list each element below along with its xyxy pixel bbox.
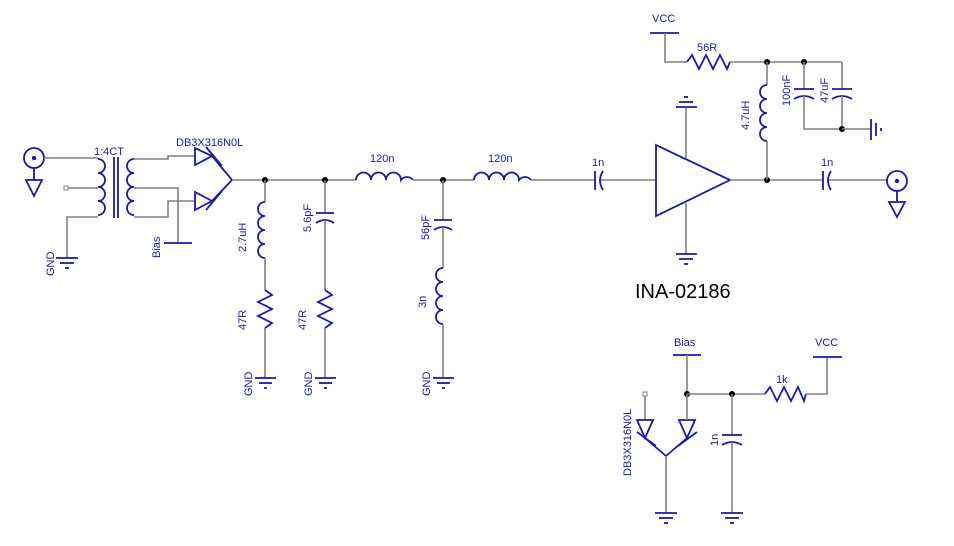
inductor-2-7uh: [257, 201, 266, 259]
mixer-diode-label: DB3X316N0L: [176, 137, 243, 149]
ground-symbol: [255, 377, 276, 389]
inductor-label: 120n: [488, 153, 512, 165]
inductor-3n: [435, 267, 444, 325]
bias-label: Bias: [151, 236, 163, 258]
pin-stub: [642, 391, 648, 397]
bias-diode-label: DB3X316N0L: [622, 409, 634, 476]
resistor-label: 1k: [776, 374, 788, 386]
bias-diodes: [635, 394, 698, 457]
inductor-label: 2.7uH: [237, 223, 249, 252]
ground-symbol: [433, 377, 454, 389]
ground-symbol: [56, 257, 78, 269]
capacitor-label: 100nF: [781, 75, 793, 106]
ground-symbol: [315, 377, 336, 389]
resistor-label: 56R: [697, 42, 717, 54]
transformer: 1:4CT: [94, 146, 135, 218]
bias-label: Bias: [674, 337, 696, 349]
gnd-label: GND: [421, 372, 433, 397]
capacitor-1n-output: [822, 170, 832, 191]
ground-symbol: [676, 253, 697, 265]
mixer-diodes: [194, 146, 233, 212]
resistor-label: 47R: [237, 310, 249, 330]
resistor-47r: [315, 289, 335, 329]
capacitor-1n-input: [594, 170, 604, 191]
ground-symbol: [655, 512, 677, 524]
resistor-1k: [764, 384, 807, 404]
inductor-label: 120n: [370, 153, 394, 165]
resistor-label: 47R: [297, 310, 309, 330]
vcc-label: VCC: [815, 337, 838, 349]
inductor-120n: [473, 171, 532, 183]
transformer-label: 1:4CT: [94, 146, 124, 158]
gnd-label: GND: [45, 252, 57, 277]
inductor-label: 3n: [417, 296, 429, 308]
inductor-4-7uh: [759, 84, 768, 142]
capacitor-label: 5.6pF: [302, 204, 314, 232]
amplifier-part-label: INA-02186: [635, 281, 731, 303]
amplifier-ina-02186: [655, 143, 733, 218]
ground-symbol: [676, 96, 697, 108]
output-coax-connector: [886, 170, 908, 219]
gnd-label: GND: [303, 372, 315, 397]
ground-symbol: [870, 119, 882, 140]
input-coax-connector: [23, 147, 45, 199]
capacitor-label: 1n: [709, 434, 721, 446]
pin-stub: [63, 185, 69, 191]
capacitor-label: 47uF: [819, 78, 831, 103]
inductor-120n: [355, 171, 414, 183]
ground-symbol: [721, 512, 743, 524]
capacitor-label: 1n: [592, 157, 604, 169]
capacitor-label: 1n: [821, 157, 833, 169]
gnd-label: GND: [243, 372, 255, 397]
resistor-56r: [686, 52, 731, 72]
capacitor-label: 56pF: [420, 215, 432, 240]
inductor-label: 4.7uH: [740, 101, 752, 130]
resistor-47r: [255, 289, 275, 329]
vcc-label: VCC: [652, 13, 675, 25]
